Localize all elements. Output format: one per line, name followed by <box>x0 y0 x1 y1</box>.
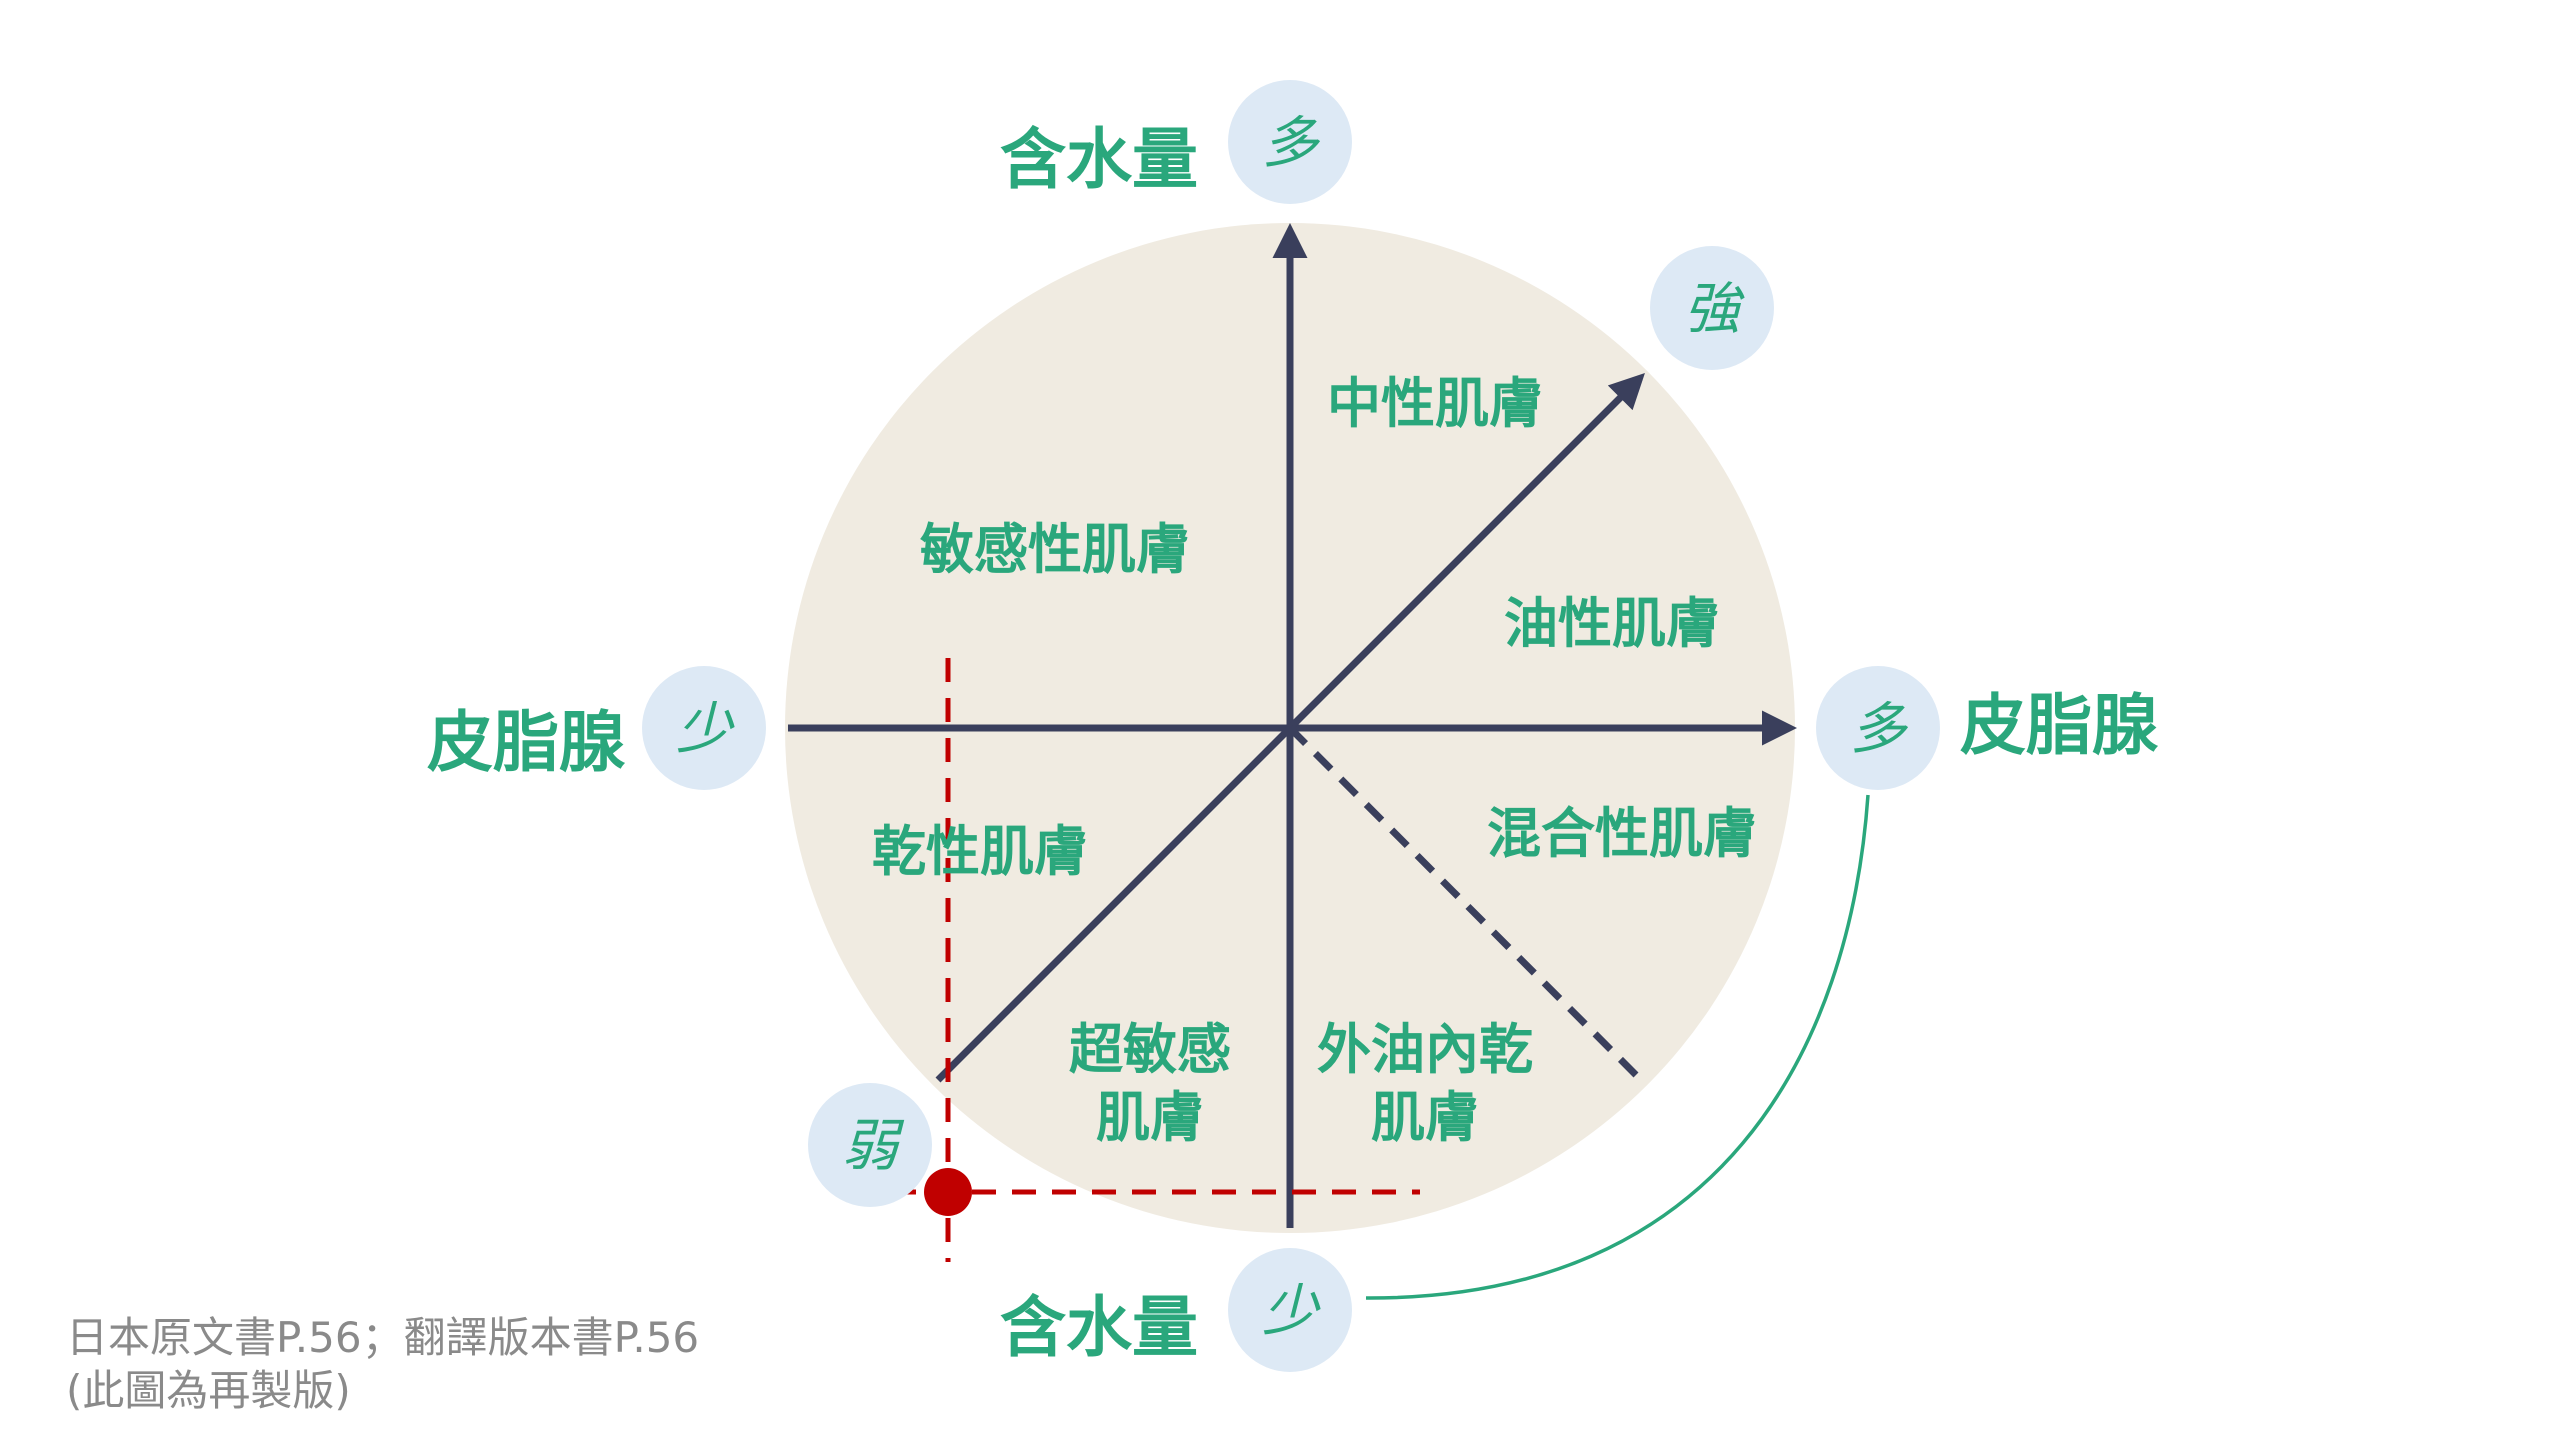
region-label-line: 外油內乾 <box>1317 1018 1533 1081</box>
badge-circle <box>1816 666 1940 790</box>
axis-label-sebum-left: 皮脂腺 <box>427 704 626 781</box>
badge-sebum-less: 少 <box>642 666 766 790</box>
badge-text: 少 <box>676 697 735 762</box>
badge-strong: 強 <box>1650 246 1774 370</box>
badge-weak: 弱 <box>808 1083 932 1207</box>
badge-text: 弱 <box>842 1114 905 1179</box>
badge-text: 多 <box>1262 111 1321 176</box>
source-note-line2: (此圖為再製版) <box>66 1366 351 1415</box>
axis-label-sebum-right: 皮脂腺 <box>1960 687 2159 764</box>
badge-circle <box>1650 246 1774 370</box>
region-label-oily: 油性肌膚 <box>1504 592 1720 655</box>
badge-text: 強 <box>1684 277 1745 342</box>
region-label-sensitive: 敏感性肌膚 <box>920 518 1190 581</box>
axis-label-moisture-top: 含水量 <box>1000 121 1198 198</box>
badge-circle <box>1228 1248 1352 1372</box>
region-label-dry: 乾性肌膚 <box>872 820 1088 883</box>
region-label-hypersensitive: 超敏感 肌膚 <box>1069 1018 1231 1149</box>
badge-moisture-more: 多 <box>1228 80 1352 204</box>
region-label-neutral: 中性肌膚 <box>1327 372 1543 435</box>
axis-label-moisture-bottom: 含水量 <box>1000 1289 1198 1366</box>
region-label-line: 肌膚 <box>1371 1086 1479 1149</box>
source-note-line1: 日本原文書P.56；翻譯版本書P.56 <box>66 1313 699 1362</box>
badge-text: 多 <box>1850 697 1909 762</box>
badge-circle <box>1228 80 1352 204</box>
badge-text: 少 <box>1262 1279 1321 1344</box>
region-label-oily-outside-dry-inside: 外油內乾 肌膚 <box>1317 1018 1533 1149</box>
region-label-line: 肌膚 <box>1096 1086 1204 1149</box>
region-label-combination: 混合性肌膚 <box>1487 802 1757 865</box>
red-marker-dot <box>924 1168 972 1216</box>
connector-arc <box>1365 794 1870 1300</box>
combination-divider-line <box>1287 725 1646 1085</box>
badge-circle <box>642 666 766 790</box>
region-label-line: 超敏感 <box>1069 1018 1231 1081</box>
badge-sebum-more: 多 <box>1816 666 1940 790</box>
badge-circle <box>808 1083 932 1207</box>
badge-moisture-less: 少 <box>1228 1248 1352 1372</box>
